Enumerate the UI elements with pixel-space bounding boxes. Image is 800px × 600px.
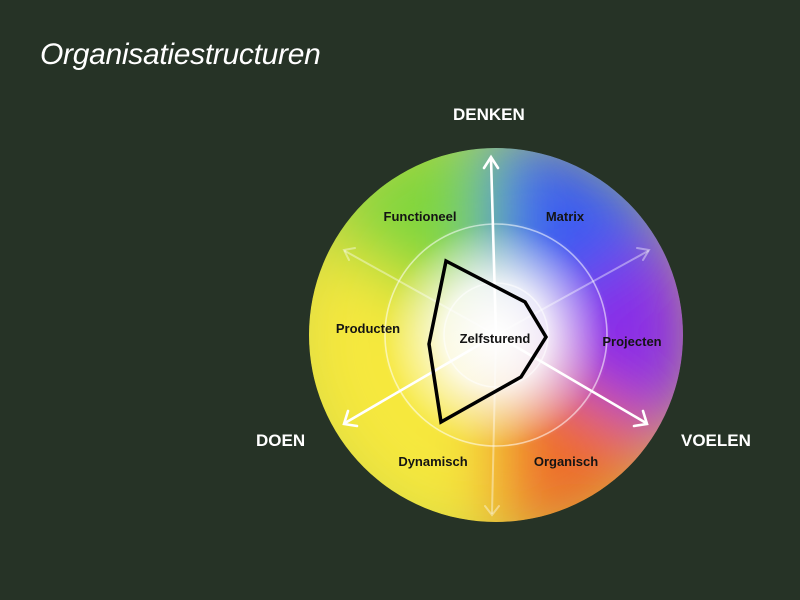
axis-matrix-projecten bbox=[495, 250, 649, 336]
arrowhead-secondary-right-icon bbox=[636, 247, 651, 261]
arrowhead-secondary-left-icon bbox=[342, 247, 356, 261]
slide-title: Organisatiestructuren bbox=[40, 38, 321, 71]
label-zelfsturend: Zelfsturend bbox=[460, 331, 531, 346]
axis-dynamisch-organisch bbox=[491, 334, 497, 514]
axis-label-denken: DENKEN bbox=[453, 105, 525, 124]
arrowhead-denken-icon bbox=[482, 154, 500, 170]
zelfsturend-profile-shape bbox=[427, 258, 549, 425]
arrowhead-doen-icon bbox=[342, 409, 359, 428]
main-axes bbox=[342, 154, 649, 428]
axis-denken bbox=[489, 156, 498, 337]
inner-ring-inner bbox=[443, 282, 549, 388]
label-functioneel: Functioneel bbox=[384, 209, 457, 224]
axis-doen bbox=[343, 333, 498, 425]
arrowhead-secondary-bottom-icon bbox=[484, 505, 500, 517]
inner-ring-outer bbox=[384, 223, 608, 447]
label-organisch: Organisch bbox=[534, 454, 598, 469]
axis-producten-functioneel bbox=[344, 250, 497, 336]
label-matrix: Matrix bbox=[546, 209, 585, 224]
axis-voelen bbox=[494, 333, 648, 425]
label-producten: Producten bbox=[336, 321, 400, 336]
label-projecten: Projecten bbox=[602, 334, 661, 349]
arrowhead-voelen-icon bbox=[632, 409, 649, 428]
secondary-axes bbox=[342, 247, 651, 517]
axis-label-voelen: VOELEN bbox=[681, 431, 751, 450]
label-dynamisch: Dynamisch bbox=[398, 454, 467, 469]
axis-label-doen: DOEN bbox=[256, 431, 306, 450]
